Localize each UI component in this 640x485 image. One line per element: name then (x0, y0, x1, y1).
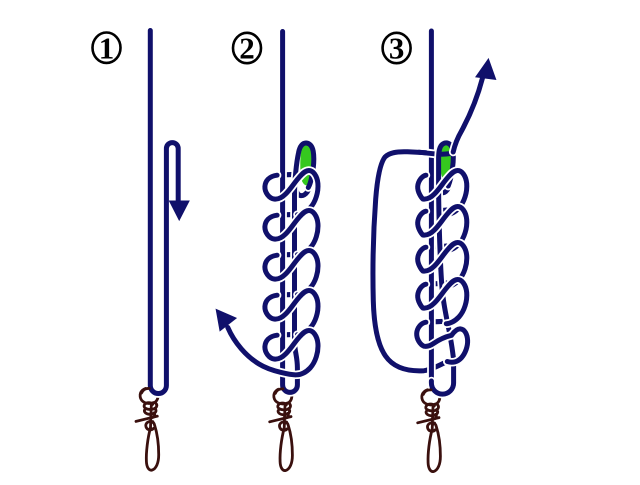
svg-text:2: 2 (239, 31, 255, 66)
svg-text:3: 3 (389, 31, 405, 66)
svg-text:1: 1 (99, 30, 115, 65)
